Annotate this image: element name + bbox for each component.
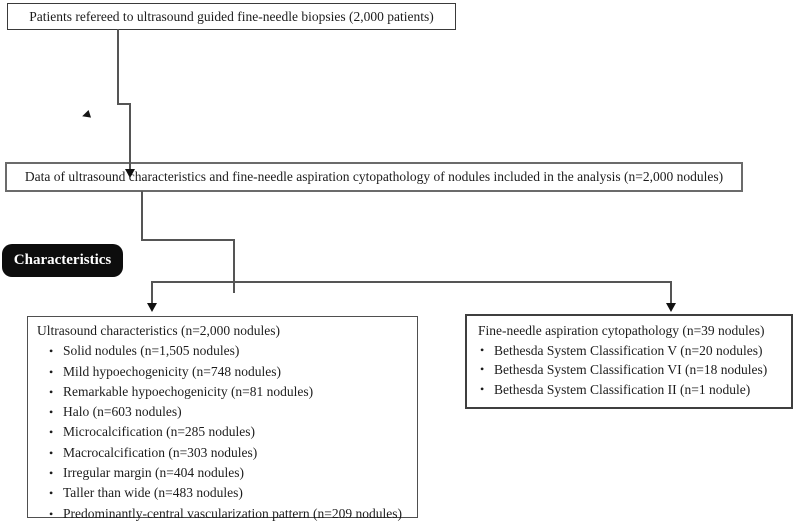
list-item-text: Mild hypoechogenicity (n=748 nodules) — [63, 363, 281, 379]
connector-line-vertical — [117, 29, 119, 104]
stray-arrowhead-left-icon — [80, 109, 92, 121]
bullet-icon: • — [49, 506, 54, 521]
list-item: • Taller than wide (n=483 nodules) — [37, 483, 409, 503]
bullet-icon: • — [49, 486, 54, 501]
bullet-icon: • — [480, 382, 485, 397]
arrowhead-down-icon — [147, 303, 157, 312]
list-item: • Predominantly-central vascularization … — [37, 504, 409, 521]
ultrasound-characteristics-box: Ultrasound characteristics (n=2,000 nodu… — [27, 316, 418, 521]
list-item-text: Remarkable hypoechogenicity (n=81 nodule… — [63, 383, 314, 399]
bullet-icon: • — [49, 364, 54, 379]
list-item: • Solid nodules (n=1,505 nodules) — [37, 341, 409, 361]
list-item-text: Microcalcification (n=285 nodules) — [63, 424, 256, 440]
list-item: • Macrocalcification (n=303 nodules) — [37, 443, 409, 463]
list-item: • Bethesda System Classification II (n=1… — [478, 380, 785, 400]
analysis-data-text: Data of ultrasound characteristics and f… — [24, 169, 724, 184]
connector-line-vertical — [233, 239, 235, 293]
branch-drop-left — [151, 281, 153, 305]
connector-line-horizontal — [141, 239, 235, 241]
list-item-text: Halo (n=603 nodules) — [63, 404, 182, 420]
list-item-text: Irregular margin (n=404 nodules) — [63, 465, 244, 481]
characteristics-label-text: Characteristics — [13, 252, 112, 268]
bullet-icon: • — [49, 445, 54, 460]
branch-line-horizontal — [151, 281, 672, 283]
list-item-text: Bethesda System Classification VI (n=18 … — [494, 362, 768, 378]
list-item-text: Bethesda System Classification V (n=20 n… — [494, 342, 763, 358]
list-item-text: Predominantly-central vascularization pa… — [63, 505, 403, 521]
list-item: • Irregular margin (n=404 nodules) — [37, 463, 409, 483]
arrowhead-down-icon — [125, 169, 135, 178]
connector-line-vertical — [141, 191, 143, 241]
bullet-icon: • — [49, 405, 54, 420]
fna-cytopathology-box: Fine-needle aspiration cytopathology (n=… — [465, 314, 793, 409]
connector-line-vertical — [129, 103, 131, 170]
list-item: • Mild hypoechogenicity (n=748 nodules) — [37, 362, 409, 382]
list-item: • Halo (n=603 nodules) — [37, 402, 409, 422]
characteristics-label: Characteristics — [2, 244, 123, 277]
bullet-icon: • — [49, 425, 54, 440]
connector-line-jog — [117, 103, 131, 105]
list-item-text: Bethesda System Classification II (n=1 n… — [494, 382, 751, 398]
patients-referred-text: Patients refereed to ultrasound guided f… — [29, 8, 434, 24]
list-item-text: Taller than wide (n=483 nodules) — [63, 485, 243, 501]
list-item: • Bethesda System Classification V (n=20… — [478, 341, 785, 361]
bullet-icon: • — [49, 344, 54, 359]
bullet-icon: • — [480, 362, 485, 377]
bullet-icon: • — [49, 466, 54, 481]
list-item: • Microcalcification (n=285 nodules) — [37, 422, 409, 442]
branch-drop-right — [670, 281, 672, 305]
list-item-text: Macrocalcification (n=303 nodules) — [63, 444, 258, 460]
arrowhead-down-icon — [666, 303, 676, 312]
bullet-icon: • — [49, 384, 54, 399]
patients-referred-box: Patients refereed to ultrasound guided f… — [7, 3, 456, 30]
fna-box-title: Fine-needle aspiration cytopathology (n=… — [478, 323, 765, 338]
list-item: • Remarkable hypoechogenicity (n=81 nodu… — [37, 382, 409, 402]
bullet-icon: • — [480, 342, 485, 357]
list-item-text: Solid nodules (n=1,505 nodules) — [63, 343, 240, 359]
analysis-data-box: Data of ultrasound characteristics and f… — [5, 162, 743, 192]
list-item: • Bethesda System Classification VI (n=1… — [478, 360, 785, 380]
ultrasound-box-title: Ultrasound characteristics (n=2,000 nodu… — [37, 323, 281, 338]
